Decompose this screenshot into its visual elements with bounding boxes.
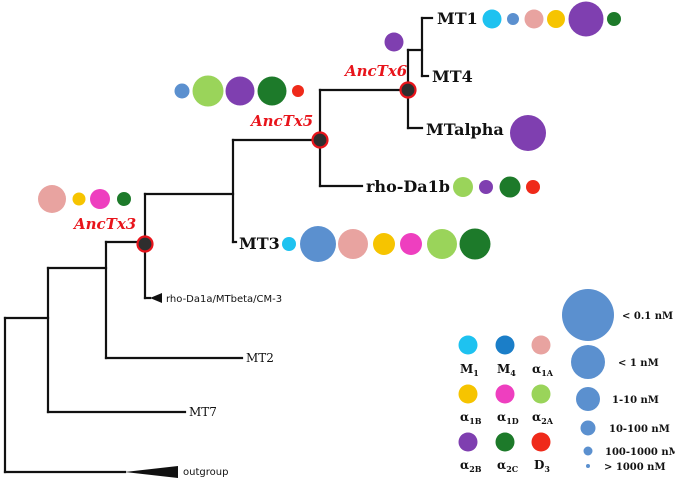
affinity-size-legend: < 0.1 nM < 1 nM 1-10 nM 10-100 nM 100-10… [562, 289, 675, 473]
legend-label-a1d: α1D [497, 410, 519, 426]
bubble-anctx3-a1a [38, 185, 66, 213]
tip-label-mt2: MT2 [246, 351, 274, 365]
tip-label-mt3: MT3 [239, 234, 280, 253]
bubble-mt3-a1b [373, 233, 395, 255]
bubble-anctx3-a1d [90, 189, 110, 209]
legend-label-a1b: α1B [460, 410, 482, 426]
legend-swatch-a2a [531, 384, 551, 404]
ancestor-label-anctx6: AncTx6 [343, 62, 408, 80]
size-legend-circle-5 [583, 446, 593, 456]
bubble-anctx5-a2a [192, 75, 224, 107]
legend-label-m4: M4 [497, 362, 516, 378]
legend-label-a2c: α2C [497, 458, 518, 474]
bubble-rho-da1b-a2b [479, 180, 493, 194]
bubble-mt1-a2b [568, 1, 604, 37]
bubble-anctx5-a2b [225, 76, 255, 106]
ancestor-label-anctx5: AncTx5 [249, 112, 313, 130]
bubble-mt3-a2a [427, 229, 457, 259]
receptor-legend: M1 M4 α1A α1B α1D α2A α2B α2C D3 [458, 335, 554, 474]
collapsed-clade-outgroup [125, 466, 178, 478]
size-legend-label-1: < 0.1 nM [622, 311, 673, 322]
size-legend-circle-6 [586, 464, 590, 468]
bubble-rho-da1b-d3 [526, 180, 540, 194]
ancestral-node-anctx6 [399, 81, 417, 99]
size-legend-circle-4 [580, 420, 596, 436]
bubble-anctx3-a2c [117, 192, 131, 206]
tree-branches [3, 16, 434, 474]
tip-label-rho-da1a: rho-Da1a/MTbeta/CM-3 [166, 294, 282, 305]
size-legend-circle-2 [571, 345, 605, 379]
legend-label-a2a: α2A [532, 410, 554, 426]
size-legend-label-5: 100-1000 nM [605, 447, 675, 458]
tip-label-mt1: MT1 [437, 9, 478, 28]
ancestral-node-anctx5 [311, 131, 329, 149]
bubble-mt4-a2b [384, 32, 404, 52]
tip-label-mt4: MT4 [432, 67, 473, 86]
legend-swatch-a1a [531, 335, 551, 355]
legend-swatch-a1b [458, 384, 478, 404]
bubble-rho-da1b-a2c [499, 176, 521, 198]
bubble-anctx5-d3 [292, 85, 304, 97]
tip-label-mt7: MT7 [189, 405, 217, 419]
legend-swatch-m4 [495, 335, 515, 355]
bubble-mt3-m4 [300, 226, 336, 262]
bubble-mt1-a1a [524, 9, 544, 29]
bubble-mt1-a1b [547, 10, 565, 28]
tip-label-outgroup: outgroup [183, 467, 228, 478]
legend-swatch-a2c [495, 432, 515, 452]
legend-swatch-d3 [531, 432, 551, 452]
legend-swatch-m1 [458, 335, 478, 355]
tip-label-rho-da1b: rho-Da1b [366, 177, 450, 196]
bubble-mt1-a2c [607, 12, 621, 26]
legend-label-a2b: α2B [460, 458, 482, 474]
tip-label-mtalpha: MTalpha [426, 120, 504, 139]
bubble-mtalpha-a2b [510, 115, 546, 151]
legend-label-a1a: α1A [532, 362, 554, 378]
legend-label-m1: M1 [460, 362, 479, 378]
bubble-mt3-a1d [400, 233, 422, 255]
size-legend-label-3: 1-10 nM [612, 395, 659, 406]
size-legend-label-6: > 1000 nM [604, 462, 666, 473]
ancestral-node-anctx3 [136, 235, 154, 253]
size-legend-circle-3 [576, 387, 600, 411]
bubble-anctx5-a2c [257, 76, 287, 106]
legend-label-d3: D3 [534, 458, 550, 474]
bubble-anctx5-m4 [174, 83, 190, 99]
bubble-mt1-m4 [507, 13, 519, 25]
bubble-mt1-m1 [482, 9, 502, 29]
legend-swatch-a1d [495, 384, 515, 404]
affinity-bubbles [38, 1, 621, 262]
ancestor-label-anctx3: AncTx3 [72, 215, 136, 233]
collapsed-clade-rho-da1a [150, 293, 162, 303]
size-legend-circle-1 [562, 289, 614, 341]
size-legend-label-2: < 1 nM [618, 358, 659, 369]
size-legend-label-4: 10-100 nM [609, 424, 670, 435]
bubble-mt3-a2c [459, 228, 491, 260]
bubble-mt3-m1 [282, 237, 296, 251]
bubble-mt3-a1a [338, 229, 368, 259]
bubble-anctx3-a1b [72, 192, 86, 206]
legend-swatch-a2b [458, 432, 478, 452]
bubble-rho-da1b-a2a [453, 177, 473, 197]
